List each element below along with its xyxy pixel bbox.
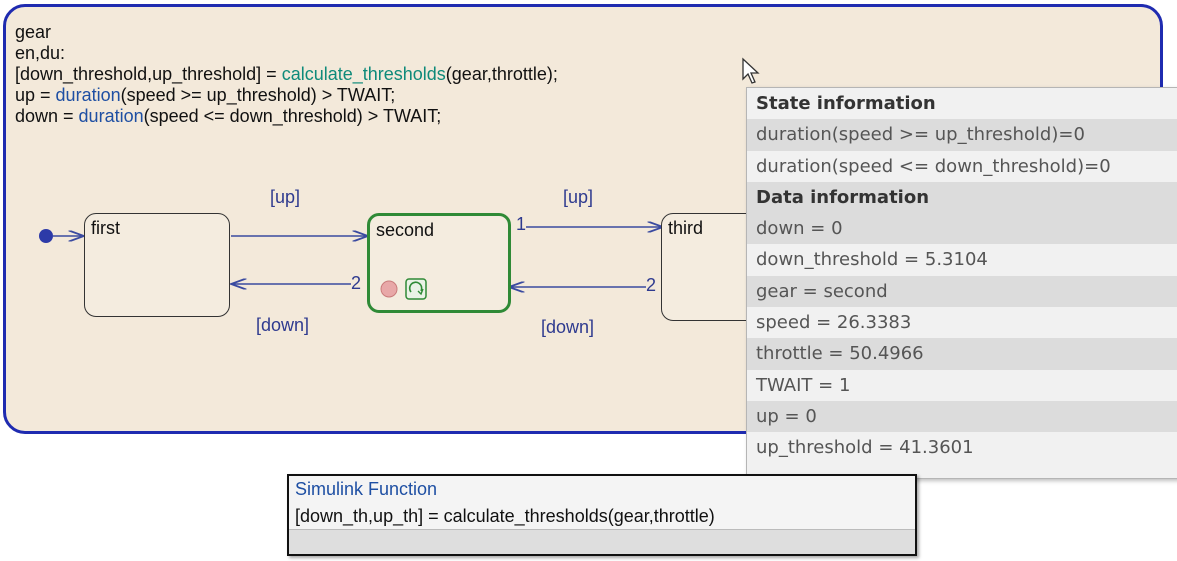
duration-operator: duration — [55, 85, 121, 105]
state-data-tooltip: State information duration(speed >= up_t… — [746, 87, 1177, 479]
data-info-row: speed = 26.3383 — [756, 312, 912, 334]
state-badges — [380, 278, 427, 300]
simulink-function-signature: [down_th,up_th] = calculate_thresholds(g… — [295, 506, 715, 526]
execution-order-2: 2 — [351, 273, 362, 293]
state-label: second — [376, 220, 435, 240]
state-info-row: duration(speed >= up_threshold)=0 — [747, 119, 1177, 151]
duration-operator: duration — [78, 106, 144, 126]
data-information-header: Data information — [747, 181, 1177, 214]
data-info-row: throttle = 50.4966 — [747, 338, 1177, 370]
state-label: first — [91, 218, 120, 238]
function-call-calculate-thresholds[interactable]: calculate_thresholds — [281, 64, 446, 84]
state-information-header: State information — [747, 88, 1177, 120]
state-info-row: duration(speed <= down_threshold)=0 — [756, 155, 1111, 177]
state-second-active[interactable]: second — [367, 213, 511, 313]
transition-label-down[interactable]: [down] — [256, 315, 310, 335]
action-label: en,du: — [15, 43, 66, 63]
state-label: third — [668, 218, 704, 238]
default-transition-dot — [39, 229, 53, 243]
data-info-row: down_threshold = 5.3104 — [756, 249, 988, 271]
data-info-row: up_threshold = 41.3601 — [756, 437, 974, 459]
simulink-function-body — [289, 529, 915, 554]
simulink-function-title: Simulink Function — [295, 479, 438, 499]
transition-wires — [39, 7, 1163, 434]
transition-label-up[interactable]: [up] — [563, 187, 594, 207]
data-info-row: TWAIT = 1 — [756, 374, 851, 396]
data-info-row: down = 0 — [747, 213, 1177, 245]
breakpoint-icon — [380, 280, 398, 298]
mouse-pointer-icon — [742, 57, 760, 84]
transition-label-up[interactable]: [up] — [270, 187, 301, 207]
state-name-gear: gear — [15, 22, 52, 42]
execution-order-2: 2 — [646, 275, 657, 295]
data-info-row: gear = second — [747, 275, 1177, 308]
execution-order-1: 1 — [516, 214, 527, 234]
transition-label-down[interactable]: [down] — [541, 317, 595, 337]
state-actions: gear en,du: [down_threshold,up_threshold… — [15, 22, 558, 126]
simulink-function-block[interactable]: Simulink Function [down_th,up_th] = calc… — [287, 474, 917, 556]
state-first[interactable]: first — [84, 213, 230, 317]
data-info-row: up = 0 — [747, 400, 1177, 433]
